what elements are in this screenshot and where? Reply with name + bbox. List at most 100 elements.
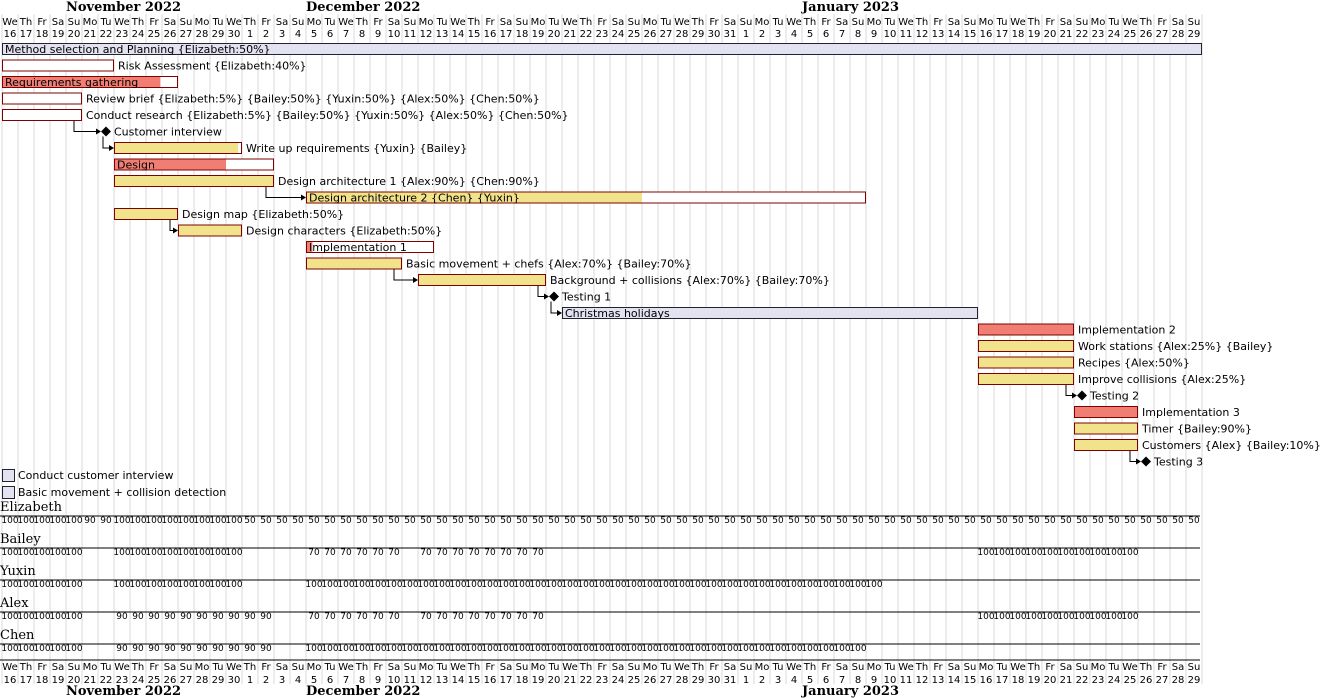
- header-bottom-weekday-label: Sa: [948, 662, 960, 673]
- header-top-date-label: 29: [1188, 29, 1201, 40]
- header-bottom-weekday-label: Sa: [52, 662, 64, 673]
- header-top-weekday-label: Su: [628, 17, 641, 28]
- header-bottom-weekday-label: We: [1010, 662, 1025, 673]
- resource-load-value: 70: [500, 548, 512, 558]
- header-top-date-label: 22: [580, 29, 593, 40]
- header-top-weekday-label: Fr: [485, 17, 495, 28]
- header-bottom-date-label: 27: [660, 675, 673, 686]
- header-bottom-date-label: 4: [791, 675, 797, 686]
- header-bottom-weekday-label: Sa: [724, 662, 736, 673]
- header-top-date-label: 23: [1092, 29, 1105, 40]
- header-bottom-date-label: 7: [343, 675, 349, 686]
- resource-load-value: 100: [33, 644, 50, 654]
- header-top-weekday-label: Sa: [164, 17, 176, 28]
- header-bottom-date-label: 16: [484, 675, 497, 686]
- header-top-weekday-label: Mo: [83, 17, 98, 28]
- task-label: Timer {Bailey:90%}: [1141, 423, 1252, 436]
- resource-load-value: 50: [388, 516, 400, 526]
- task-bars: Method selection and Planning {Elizabeth…: [2, 43, 1321, 469]
- header-bottom-date-label: 4: [295, 675, 301, 686]
- resource-load-value: 100: [353, 644, 370, 654]
- header-bottom-weekday-label: Tu: [772, 662, 784, 673]
- milestone-marker: [1141, 456, 1151, 467]
- header-bottom-date-label: 29: [1188, 675, 1201, 686]
- resource-load-value: 100: [641, 644, 658, 654]
- header-top-weekday-label: We: [2, 17, 17, 28]
- header-top-date-label: 14: [452, 29, 465, 40]
- resource-load-value: 100: [33, 548, 50, 558]
- task-label: Design architecture 1 {Alex:90%} {Chen:9…: [278, 175, 540, 188]
- resource-load-value: 100: [993, 612, 1010, 622]
- dependency-line: [73, 121, 100, 132]
- header-bottom-date-label: 13: [932, 675, 945, 686]
- header-top-date-label: 25: [148, 29, 161, 40]
- task-label: Review brief {Elizabeth:5%} {Bailey:50%}…: [86, 93, 540, 106]
- header-bottom-date-label: 17: [20, 675, 33, 686]
- header-bottom-weekday-label: Fr: [933, 662, 943, 673]
- header-top-weekday-label: Su: [852, 17, 865, 28]
- header-bottom-weekday-label: Th: [579, 662, 592, 673]
- header-top-date-label: 14: [948, 29, 961, 40]
- header-bottom-weekday-label: Th: [915, 662, 928, 673]
- header-bottom-weekday-label: Th: [131, 662, 144, 673]
- resource-load-value: 90: [212, 612, 224, 622]
- header-top-date-label: 5: [807, 29, 813, 40]
- resource-load-value: 100: [769, 644, 786, 654]
- resource-load-value: 100: [65, 580, 82, 590]
- dependency-arrowhead: [109, 145, 114, 151]
- resource-load-value: 100: [49, 612, 66, 622]
- task-label: Implementation 3: [1142, 406, 1240, 419]
- header-bottom-date-label: 17: [996, 675, 1009, 686]
- header-top-weekday-label: Th: [803, 17, 816, 28]
- header-top-weekday-label: Th: [243, 17, 256, 28]
- resource-load-value: 100: [65, 516, 82, 526]
- header-top-weekday-label: Tu: [884, 17, 896, 28]
- resource-load-value: 90: [228, 644, 240, 654]
- header-top-date-label: 18: [36, 29, 49, 40]
- resource-load-value: 100: [721, 644, 738, 654]
- header-top-weekday-label: Tu: [772, 17, 784, 28]
- task-progress-fill: [1074, 406, 1138, 418]
- header-bottom-weekday-label: Fr: [373, 662, 383, 673]
- header-top-date-label: 13: [436, 29, 449, 40]
- header-bottom-date-label: 26: [164, 675, 177, 686]
- resource-load-value: 70: [372, 612, 384, 622]
- header-top-weekday-label: Mo: [979, 17, 994, 28]
- header-top-date-label: 29: [692, 29, 705, 40]
- header-bottom-weekday-label: Tu: [212, 662, 224, 673]
- header-top-date-label: 16: [4, 29, 17, 40]
- header-top-date-label: 27: [660, 29, 673, 40]
- header-top-weekday-label: Mo: [867, 17, 882, 28]
- header-top-date-label: 17: [500, 29, 513, 40]
- task-label: Design: [117, 159, 155, 172]
- header-bottom-weekday-label: Su: [68, 662, 81, 673]
- resource-load-value: 100: [385, 580, 402, 590]
- resource-load-value: 90: [260, 612, 272, 622]
- resource-load-value: 50: [1060, 516, 1072, 526]
- resource-load-value: 100: [193, 516, 210, 526]
- header-bottom-date-label: 18: [1012, 675, 1025, 686]
- task-progress-fill: [306, 191, 642, 204]
- header-bottom-date-label: 28: [676, 675, 689, 686]
- resource-load-value: 50: [340, 516, 352, 526]
- task-bar-border: [1074, 406, 1138, 418]
- header-bottom-date-label: 6: [327, 675, 333, 686]
- header-bottom-weekday-label: Mo: [1091, 662, 1106, 673]
- header-top-month-label: November 2022: [66, 0, 181, 15]
- header-bottom-date-label: 27: [1156, 675, 1169, 686]
- header-bottom-date-label: 9: [375, 675, 381, 686]
- header-bottom-weekday-label: Th: [243, 662, 256, 673]
- task-progress-fill: [978, 323, 1074, 336]
- resource-load-value: 100: [129, 580, 146, 590]
- task-label: Design map {Elizabeth:50%}: [182, 208, 344, 221]
- resource-load-value: 100: [177, 580, 194, 590]
- resource-load-value: 70: [308, 548, 320, 558]
- header-top-date-label: 18: [1012, 29, 1025, 40]
- resource-load-value: 100: [225, 548, 242, 558]
- header-top-weekday-label: We: [450, 17, 465, 28]
- resource-load-value: 100: [625, 644, 642, 654]
- header-bottom-weekday-label: Tu: [660, 662, 672, 673]
- resource-load-value: 100: [353, 580, 370, 590]
- header-top-date-label: 15: [468, 29, 481, 40]
